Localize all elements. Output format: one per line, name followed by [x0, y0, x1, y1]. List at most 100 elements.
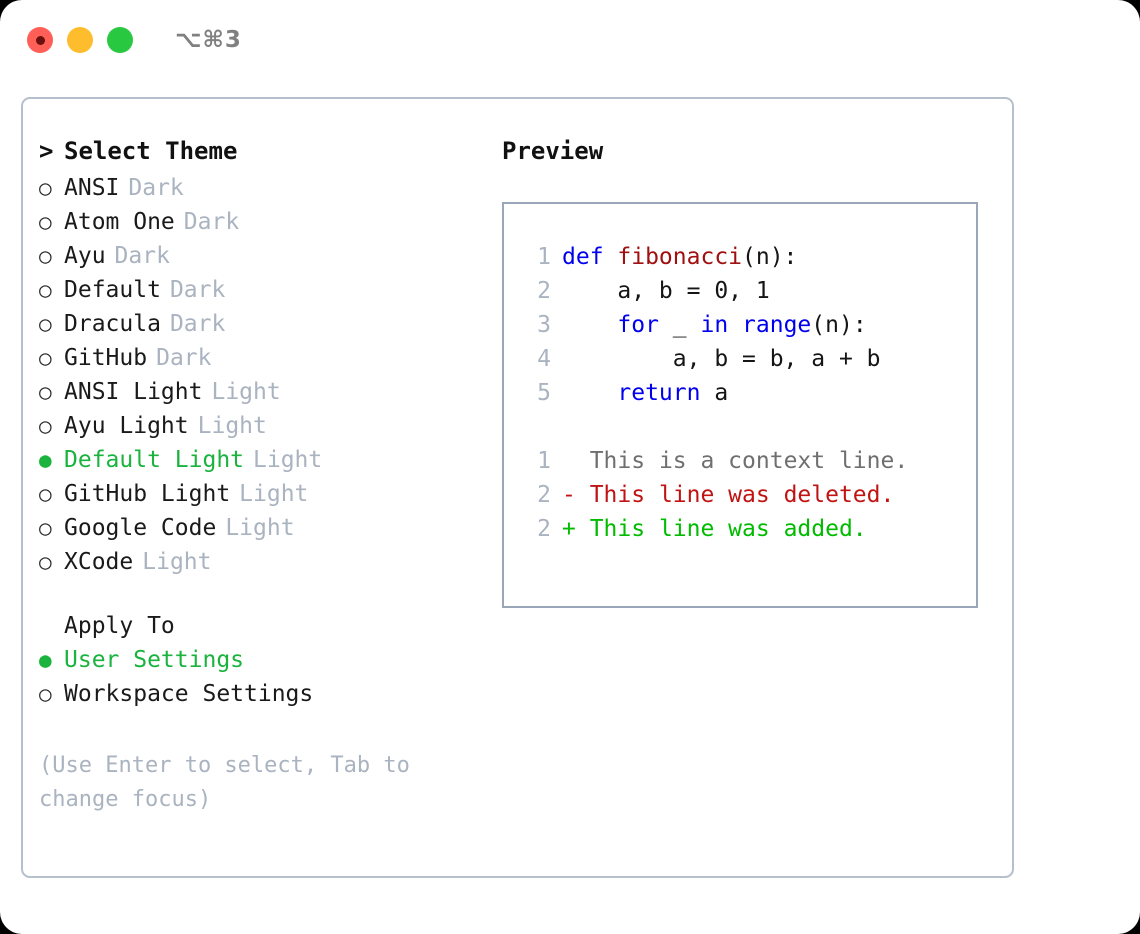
code-line: 3 for _ in range(n):	[519, 308, 908, 342]
radio-unselected-icon[interactable]: ○	[39, 176, 52, 200]
line-number: 3	[537, 312, 551, 338]
theme-name: GitHub	[64, 345, 148, 371]
window-controls	[27, 27, 133, 53]
theme-list-item[interactable]: ○ Ayu Light Light	[39, 413, 489, 447]
radio-unselected-icon[interactable]: ○	[39, 550, 52, 574]
line-number: 1	[537, 448, 551, 474]
code-token: in	[700, 312, 729, 338]
radio-unselected-icon[interactable]: ○	[39, 346, 52, 370]
window-title: ⌥⌘3	[175, 27, 242, 53]
diff-line: 2+ This line was added.	[519, 512, 908, 546]
theme-name: ANSI	[64, 175, 120, 201]
code-text: a, b = 0, 1	[562, 274, 770, 308]
radio-unselected-icon[interactable]: ○	[39, 414, 52, 438]
line-number: 4	[537, 346, 551, 372]
section-spacer	[39, 583, 489, 613]
close-icon	[35, 35, 45, 45]
radio-unselected-icon[interactable]: ○	[39, 682, 52, 706]
apply-to-list: ● User Settings ○ Workspace Settings	[39, 647, 489, 715]
theme-list-item[interactable]: ○ Google Code Light	[39, 515, 489, 549]
code-token: return	[617, 380, 701, 406]
theme-variant-tag: Light	[142, 549, 212, 575]
line-number: 2	[537, 482, 551, 508]
theme-picker-heading: > Select Theme	[39, 137, 489, 175]
theme-variant-tag: Dark	[169, 277, 226, 303]
radio-selected-icon[interactable]: ●	[39, 648, 52, 672]
diff-content: This is a context line.	[589, 448, 909, 474]
code-token	[562, 380, 617, 406]
code-token: a	[700, 380, 729, 406]
code-token	[728, 312, 742, 338]
code-line: 5 return a	[519, 376, 908, 410]
radio-unselected-icon[interactable]: ○	[39, 516, 52, 540]
theme-name: Ayu Light	[64, 413, 189, 439]
theme-variant-tag: Dark	[128, 175, 184, 201]
title-bar: ⌥⌘3	[0, 0, 1140, 80]
maximize-button[interactable]	[107, 27, 133, 53]
line-number: 5	[537, 380, 551, 406]
diff-marker	[562, 448, 590, 474]
radio-unselected-icon[interactable]: ○	[39, 210, 52, 234]
theme-variant-tag: Dark	[169, 311, 226, 337]
theme-list-item[interactable]: ○ Ayu Dark	[39, 243, 489, 277]
radio-unselected-icon[interactable]: ○	[39, 380, 52, 404]
theme-list-item[interactable]: ○ GitHub Light Light	[39, 481, 489, 515]
preview-separator	[519, 410, 908, 444]
theme-name: ANSI Light	[64, 379, 203, 405]
theme-variant-tag: Dark	[156, 345, 212, 371]
radio-unselected-icon[interactable]: ○	[39, 244, 52, 268]
theme-name: Default Light	[64, 447, 245, 473]
code-text: return a	[562, 376, 728, 410]
code-token: range	[742, 312, 812, 338]
theme-variant-tag: Light	[225, 515, 295, 541]
theme-name: Atom One	[64, 209, 175, 235]
code-token: for	[617, 312, 659, 338]
apply-to-item[interactable]: ○ Workspace Settings	[39, 681, 489, 715]
theme-list-item[interactable]: ○ XCode Light	[39, 549, 489, 583]
code-token: a, b = 0, 1	[562, 278, 770, 304]
code-token: _	[658, 312, 701, 338]
theme-name: GitHub Light	[64, 481, 231, 507]
code-text: a, b = b, a + b	[562, 342, 881, 376]
theme-variant-tag: Light	[197, 413, 267, 439]
radio-selected-icon[interactable]: ●	[39, 448, 52, 472]
keyboard-hint: (Use Enter to select, Tab to change focu…	[39, 753, 424, 812]
theme-list-item[interactable]: ● Default Light Light	[39, 447, 489, 481]
radio-unselected-icon[interactable]: ○	[39, 312, 52, 336]
diff-line: 1 This is a context line.	[519, 444, 908, 478]
diff-text: This is a context line.	[562, 444, 909, 478]
theme-variant-tag: Light	[239, 481, 309, 507]
code-token: def	[562, 244, 618, 270]
theme-name: Google Code	[64, 515, 217, 541]
radio-unselected-icon[interactable]: ○	[39, 278, 52, 302]
line-number: 2	[537, 278, 551, 304]
apply-to-item[interactable]: ● User Settings	[39, 647, 489, 681]
code-text: for _ in range(n):	[562, 308, 867, 342]
code-token: (n):	[811, 312, 867, 338]
theme-list-item[interactable]: ○ GitHub Dark	[39, 345, 489, 379]
theme-variant-tag: Light	[253, 447, 323, 473]
theme-name: Ayu	[64, 243, 106, 269]
theme-variant-tag: Dark	[114, 243, 170, 269]
theme-list-item[interactable]: ○ ANSI Dark	[39, 175, 489, 209]
code-text: def fibonacci(n):	[562, 240, 797, 274]
close-button[interactable]	[27, 27, 53, 53]
radio-unselected-icon[interactable]: ○	[39, 482, 52, 506]
apply-to-option-label: User Settings	[64, 647, 245, 673]
theme-name: XCode	[64, 549, 134, 575]
apply-to-option-label: Workspace Settings	[64, 681, 314, 707]
theme-list-item[interactable]: ○ Atom One Dark	[39, 209, 489, 243]
minimize-button[interactable]	[67, 27, 93, 53]
theme-variant-tag: Dark	[183, 209, 240, 235]
apply-to-label: Apply To	[64, 613, 175, 639]
preview-title: Preview	[502, 137, 604, 165]
